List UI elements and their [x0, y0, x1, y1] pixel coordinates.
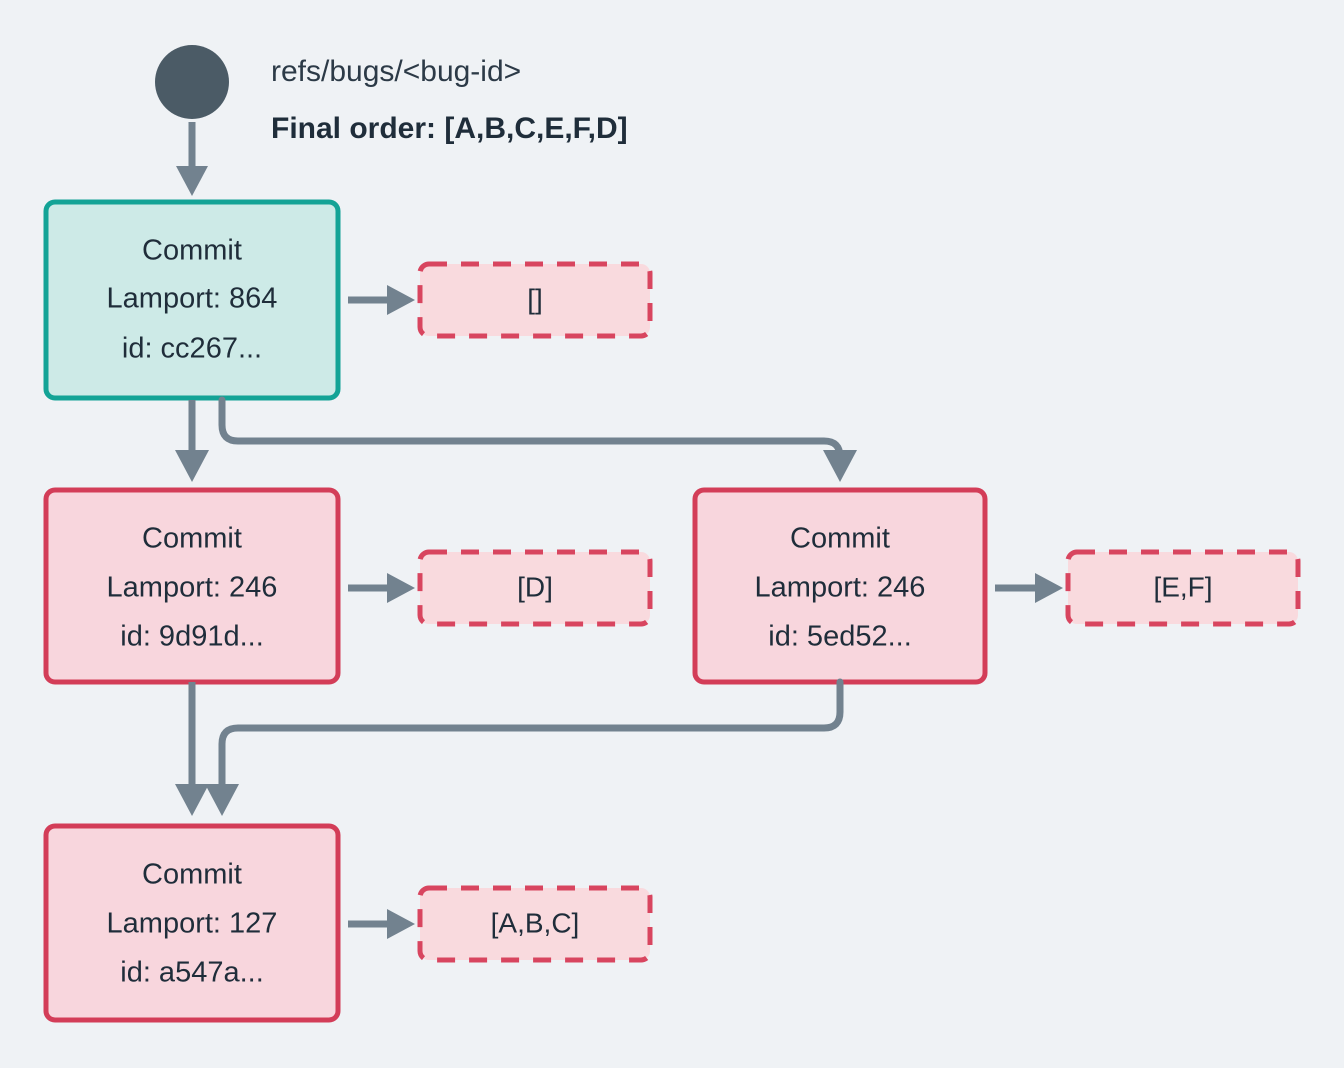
- payload-node-base[interactable]: [A,B,C]: [417, 885, 653, 963]
- commit-base-title: Commit: [142, 859, 242, 891]
- edge-left-mid-to-base: [175, 682, 209, 816]
- commit-node-right-mid[interactable]: Commit Lamport: 246 id: 5ed52...: [692, 487, 988, 685]
- commit-head-lamport: Lamport: 864: [107, 283, 278, 315]
- edge-head-to-left-mid: [175, 400, 209, 482]
- edge-head-to-commit: [176, 122, 208, 196]
- commit-node-base[interactable]: Commit Lamport: 127 id: a547a...: [43, 823, 341, 1023]
- commit-node-left-mid[interactable]: Commit Lamport: 246 id: 9d91d...: [43, 487, 341, 685]
- edge-right-mid-to-payload: [995, 573, 1063, 603]
- payload-right-mid-label: [E,F]: [1153, 571, 1212, 602]
- commit-node-head[interactable]: Commit Lamport: 864 id: cc267...: [43, 199, 341, 401]
- commit-head-title: Commit: [142, 235, 242, 267]
- ref-head-node-icon[interactable]: [155, 45, 229, 119]
- commit-left-mid-id: id: 9d91d...: [120, 621, 264, 653]
- edge-left-mid-to-payload: [348, 573, 415, 603]
- commit-left-mid-lamport: Lamport: 246: [107, 572, 278, 604]
- commit-left-mid-title: Commit: [142, 523, 242, 555]
- payload-node-head[interactable]: []: [417, 261, 653, 339]
- commit-head-id: id: cc267...: [122, 333, 262, 365]
- ref-path-label: refs/bugs/<bug-id>: [271, 55, 521, 88]
- payload-node-left-mid-box[interactable]: [417, 549, 653, 627]
- payload-node-right-mid-box[interactable]: [1065, 549, 1301, 627]
- commit-right-mid-lamport: Lamport: 246: [755, 572, 926, 604]
- edge-base-to-payload: [348, 909, 415, 939]
- commit-node-head-box[interactable]: [43, 199, 341, 401]
- commit-node-base-box[interactable]: [43, 823, 341, 1023]
- payload-node-head-box[interactable]: [417, 261, 653, 339]
- payload-head-label: []: [527, 283, 543, 314]
- payload-node-left-mid[interactable]: [D]: [417, 549, 653, 627]
- commit-right-mid-title: Commit: [790, 523, 890, 555]
- commit-base-id: id: a547a...: [120, 957, 264, 989]
- final-order-label: Final order: [A,B,C,E,F,D]: [271, 112, 628, 145]
- payload-left-mid-label: [D]: [517, 571, 553, 602]
- payload-node-right-mid[interactable]: [E,F]: [1065, 549, 1301, 627]
- ref-head-group[interactable]: [155, 45, 229, 119]
- payload-node-base-box[interactable]: [417, 885, 653, 963]
- payload-base-label: [A,B,C]: [491, 907, 580, 938]
- edge-head-to-right-mid: [218, 396, 857, 482]
- edge-right-mid-to-base: [205, 678, 844, 816]
- commit-right-mid-id: id: 5ed52...: [768, 621, 912, 653]
- commit-base-lamport: Lamport: 127: [107, 908, 278, 940]
- edge-head-to-payload: [348, 285, 415, 315]
